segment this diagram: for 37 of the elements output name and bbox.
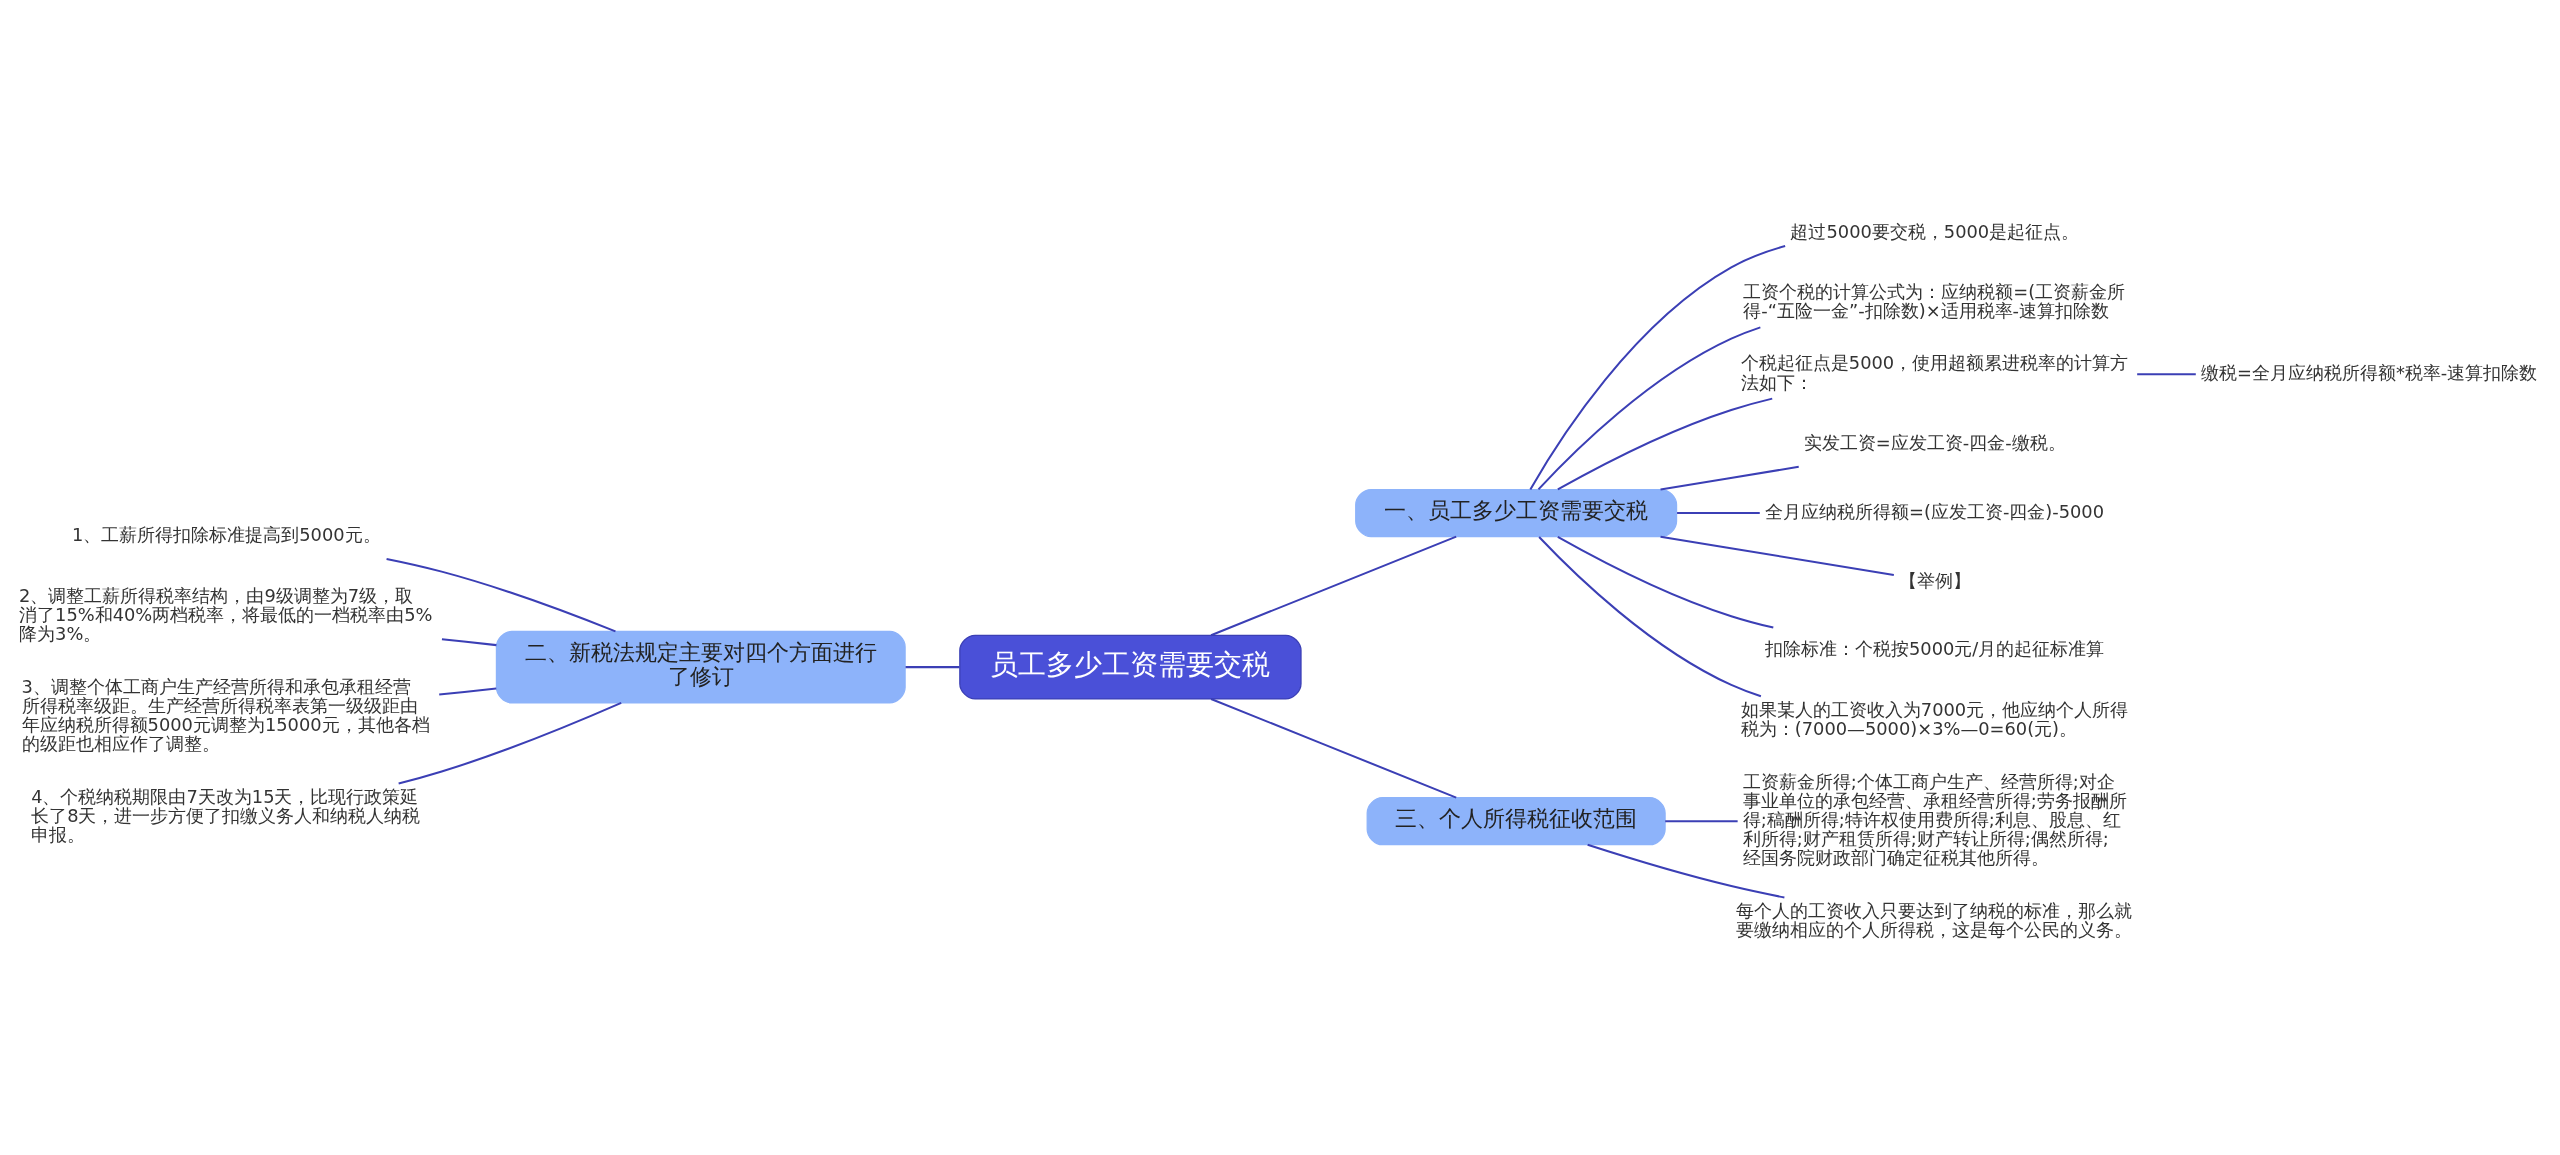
node-text: 4、个税纳税期限由7天改为15天，比现行政策延长了8天，进一步方便了扣缴义务人和纳税人纳税申报。 — [31, 785, 421, 845]
connector — [2137, 372, 2196, 375]
connector — [439, 687, 497, 696]
connector — [1537, 325, 1761, 490]
connector — [1587, 843, 1785, 898]
node-text: 实发工资=应发工资-四金-缴税。 — [1803, 431, 2066, 453]
connector — [905, 665, 960, 668]
node-text: 缴税=全月应纳税所得额*税率-速算扣除数 — [2201, 361, 2538, 383]
node-box: 员工多少工资需要交税 — [959, 634, 1302, 700]
node-text: 每个人的工资收入只要达到了纳税的标准，那么就要缴纳相应的个人所得税，这是每个公民的义务。 — [1736, 899, 2133, 940]
node-text: 工资薪金所得;个体工商户生产、经营所得;对企事业单位的承包经营、承租经营所得;劳务报酬所得;稿酬所得;特许权使用费所得;利息、股息、红利所得;财产租赁所得;财产转让所得;偶然所得;经国务院财政部门确定征税其他所得。 — [1742, 770, 2127, 868]
connector — [441, 637, 497, 646]
node-text: 个税起征点是5000，使用超额累进税率的计算方法如下： — [1740, 351, 2129, 393]
node-box: 一、员工多少工资需要交税 — [1355, 488, 1678, 537]
connector — [1660, 465, 1799, 490]
node-box: 三、个人所得税征收范围 — [1366, 796, 1666, 845]
node-text: 【举例】 — [1899, 569, 1972, 591]
node-text: 3、调整个体工商户生产经营所得和承包承租经营所得税率级距。生产经营所得税率表第一级级距由年应纳税所得额5000元调整为15000元，其他各档的级距也相应作了调整。 — [21, 675, 430, 754]
node-text: 超过5000要交税，5000是起征点。 — [1790, 220, 2080, 242]
connector — [1660, 535, 1894, 576]
connector — [1529, 244, 1786, 490]
connector — [1557, 397, 1773, 490]
connector — [398, 701, 622, 785]
connector — [1538, 535, 1762, 697]
node-text: 2、调整工薪所得税率结构，由9级调整为7级，取消了15%和40%两档税率，将最低的一档税率由5%降为3%。 — [19, 584, 433, 644]
connector — [386, 557, 616, 632]
node-text: 1、工薪所得扣除标准提高到5000元。 — [71, 523, 381, 545]
connector — [1557, 535, 1774, 629]
node-box: 二、新税法规定主要对四个方面进行了修订 — [495, 630, 906, 703]
node-text: 全月应纳税所得额=(应发工资-四金)-5000 — [1765, 500, 2105, 522]
connector — [1210, 535, 1457, 636]
node-text: 扣除标准：个税按5000元/月的起征标准算 — [1765, 637, 2105, 659]
node-text: 如果某人的工资收入为7000元，他应纳个人所得税为：(7000—5000)×3%—0=60(元)。 — [1740, 698, 2129, 739]
node-text: 工资个税的计算公式为：应纳税额=(工资薪金所得-“五险一金”-扣除数)×适用税率-速算扣除数 — [1743, 280, 2126, 321]
connector — [1665, 819, 1738, 822]
connector — [1677, 511, 1760, 514]
connector — [1210, 697, 1457, 798]
